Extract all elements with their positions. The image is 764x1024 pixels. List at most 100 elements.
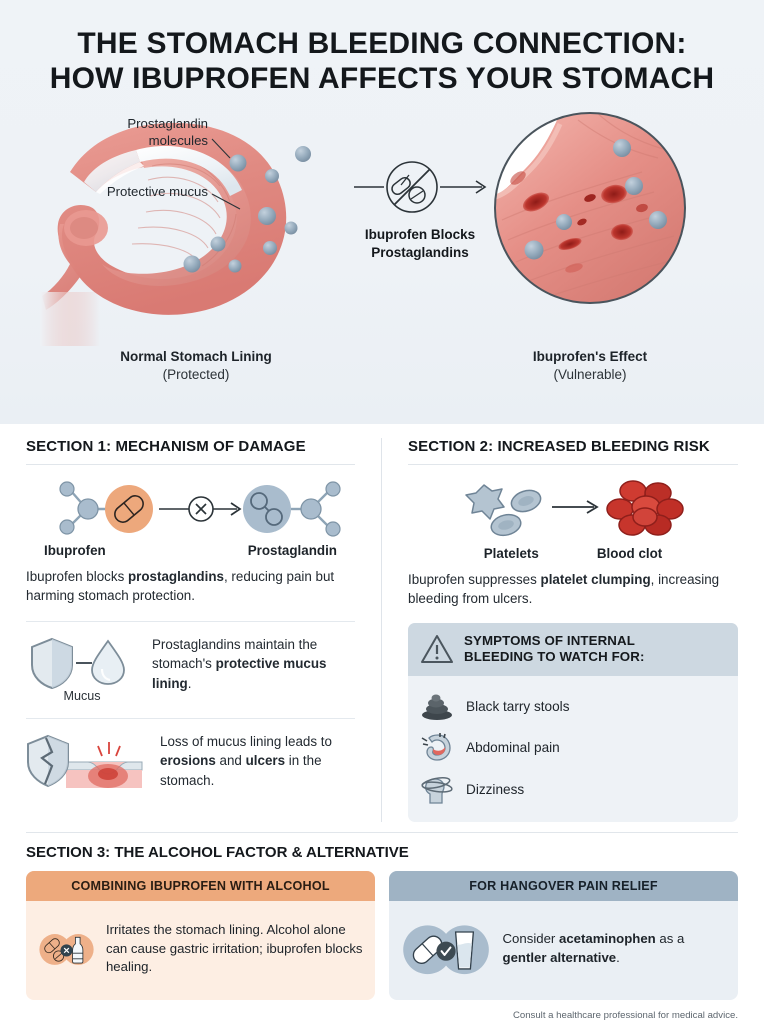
blocked-pill-block: Ibuprofen Blocks Prostaglandins — [352, 160, 488, 261]
card-alternative-title: FOR HANGOVER PAIN RELIEF — [389, 871, 738, 902]
card-alcohol-title: COMBINING IBUPROFEN WITH ALCOHOL — [26, 871, 375, 902]
symptoms-list: Black tarry stools — [408, 676, 738, 822]
center-caption-line2: Prostaglandins — [371, 244, 469, 260]
caption-effect-sub: (Vulnerable) — [553, 367, 627, 383]
page-title: THE STOMACH BLEEDING CONNECTION: HOW IBU… — [0, 26, 764, 96]
two-column-layout: SECTION 1: MECHANISM OF DAMAGE — [0, 438, 764, 823]
pain-rays-icon — [97, 741, 121, 757]
symptom-item-abdominal-pain: Abdominal pain — [420, 726, 726, 768]
cells-text-bold: platelet clumping — [540, 572, 651, 587]
mucus-text-c: . — [187, 675, 192, 691]
mech-text-a: Ibuprofen blocks — [26, 569, 128, 584]
bottle-icon — [72, 936, 84, 964]
caption-normal-stomach: Normal Stomach Lining (Protected) — [56, 348, 336, 384]
broken-shield-erosion-graphic — [26, 732, 146, 794]
label-prostaglandin: Prostaglandin — [247, 543, 337, 558]
symptoms-card: SYMPTOMS OF INTERNAL BLEEDING TO WATCH F… — [408, 622, 738, 823]
warning-triangle-icon — [421, 635, 453, 664]
mucus-text-bold: protective mucus lining — [152, 656, 327, 691]
card-alternative: FOR HANGOVER PAIN RELIEF — [389, 871, 738, 1001]
broken-shield-icon — [27, 732, 69, 787]
section-3-cards: COMBINING IBUPROFEN WITH ALCOHOL — [26, 871, 738, 1001]
mucus-description: Prostaglandins maintain the stomach's pr… — [152, 635, 355, 693]
damaged-lining-illustration — [492, 110, 688, 306]
tablet-icon — [53, 950, 65, 962]
pills-alcohol-graphic — [39, 934, 94, 965]
card-alternative-body: Consider acetaminophen as a gentler alte… — [389, 901, 738, 1000]
symptom-label: Abdominal pain — [466, 739, 560, 755]
section-3-top-divider — [26, 832, 738, 834]
section-1: SECTION 1: MECHANISM OF DAMAGE — [0, 438, 382, 823]
platelet-clot-diagram — [408, 477, 738, 543]
dizzy-head-icon — [421, 777, 453, 804]
mechanism-diagram — [26, 477, 355, 541]
blood-clot-icon — [606, 480, 684, 536]
label-ibuprofen: Ibuprofen — [44, 543, 106, 558]
alt-text-a: Consider — [502, 931, 559, 947]
capsule-icon — [412, 935, 443, 965]
shield-droplet-graphic: Mucus — [26, 635, 138, 703]
capsule-icon — [44, 938, 60, 954]
platelet-clot-labels: Platelets Blood clot — [408, 546, 738, 561]
card-alternative-text: Consider acetaminophen as a gentler alte… — [503, 930, 726, 967]
label-mucus: Mucus — [63, 688, 101, 703]
pain-lines — [421, 733, 446, 746]
section-1-divider-3 — [26, 717, 355, 719]
center-caption-line1: Ibuprofen Blocks — [364, 227, 476, 243]
section-1-divider — [26, 464, 355, 465]
alt-text-bold-2: gentler alternative — [502, 950, 617, 966]
caption-normal-title: Normal Stomach Lining — [120, 349, 272, 365]
section-2-heading: SECTION 2: INCREASED BLEEDING RISK — [408, 438, 710, 455]
symptoms-title-line2: BLEEDING TO WATCH FOR: — [464, 649, 645, 665]
symptoms-card-header: SYMPTOMS OF INTERNAL BLEEDING TO WATCH F… — [408, 622, 738, 677]
cells-text-c: , increasing bleeding from ulcers. — [408, 572, 720, 607]
section-1-heading: SECTION 1: MECHANISM OF DAMAGE — [26, 438, 306, 455]
alt-text-e: . — [616, 950, 620, 966]
erosion-text-c: and — [215, 753, 246, 769]
caption-normal-sub: (Protected) — [162, 367, 230, 383]
card-alcohol-text: Irritates the stomach lining. Alcohol al… — [105, 921, 363, 975]
section-3-heading: SECTION 3: THE ALCOHOL FACTOR & ALTERNAT… — [26, 844, 409, 862]
symptoms-title: SYMPTOMS OF INTERNAL BLEEDING TO WATCH F… — [464, 633, 644, 666]
label-platelets: Platelets — [483, 546, 539, 561]
mechanism-labels: Ibuprofen Prostaglandin — [26, 543, 355, 558]
blocked-pill-icon — [354, 161, 487, 213]
card-alcohol-body: Irritates the stomach lining. Alcohol al… — [26, 901, 375, 1000]
check-badge-icon — [436, 941, 456, 961]
erosion-row: Loss of mucus lining leads to erosions a… — [26, 732, 355, 794]
hero-figure: Prostaglandin molecules Protective mucus — [0, 104, 764, 404]
erosion-description: Loss of mucus lining leads to erosions a… — [160, 732, 355, 790]
alt-text-c: as a — [655, 931, 685, 947]
prostaglandin-molecule-group — [183, 146, 311, 273]
symptom-item-dizziness: Dizziness — [420, 768, 726, 810]
symptom-label: Black tarry stools — [466, 698, 570, 714]
mucus-text-a: Prostaglandins maintain the stomach's — [152, 636, 318, 672]
erosion-text-e: in the stomach. — [160, 753, 322, 788]
title-line-2: HOW IBUPROFEN AFFECTS YOUR STOMACH — [49, 62, 715, 96]
capsule-icon — [113, 495, 144, 523]
section-2: SECTION 2: INCREASED BLEEDING RISK — [382, 438, 764, 823]
hero-section: THE STOMACH BLEEDING CONNECTION: HOW IBU… — [0, 0, 764, 424]
mucus-row: Mucus Prostaglandins maintain the stomac… — [26, 635, 355, 703]
erosion-text-bold-2: ulcers — [245, 753, 286, 769]
section-2-divider — [408, 464, 738, 465]
stool-icon — [422, 694, 452, 721]
cells-text-a: Ibuprofen suppresses — [408, 572, 541, 587]
erosion-text-a: Loss of mucus lining leads to — [160, 733, 332, 749]
symptoms-title-line1: SYMPTOMS OF INTERNAL — [464, 632, 635, 648]
section-3: SECTION 3: THE ALCOHOL FACTOR & ALTERNAT… — [0, 832, 764, 1001]
water-glass-icon — [454, 931, 475, 970]
bleeding-description: Ibuprofen suppresses platelet clumping, … — [408, 570, 738, 609]
erosion-text-bold-1: erosions — [160, 753, 216, 769]
alt-text-bold-1: acetaminophen — [558, 931, 656, 947]
platelet-icon — [465, 484, 542, 537]
caption-ibuprofen-effect: Ibuprofen's Effect (Vulnerable) — [452, 348, 728, 384]
symptom-item-black-tarry-stools: Black tarry stools — [420, 686, 726, 726]
symptom-label: Dizziness — [466, 781, 525, 797]
card-alcohol: COMBINING IBUPROFEN WITH ALCOHOL — [26, 871, 375, 1001]
body-area: SECTION 1: MECHANISM OF DAMAGE — [0, 424, 764, 1024]
normal-stomach-illustration: Prostaglandin molecules Protective mucus — [40, 106, 350, 347]
footer-disclaimer: Consult a healthcare professional for me… — [512, 1010, 738, 1022]
section-1-divider-2 — [26, 620, 355, 622]
mechanism-description: Ibuprofen blocks prostaglandins, reducin… — [26, 567, 355, 606]
